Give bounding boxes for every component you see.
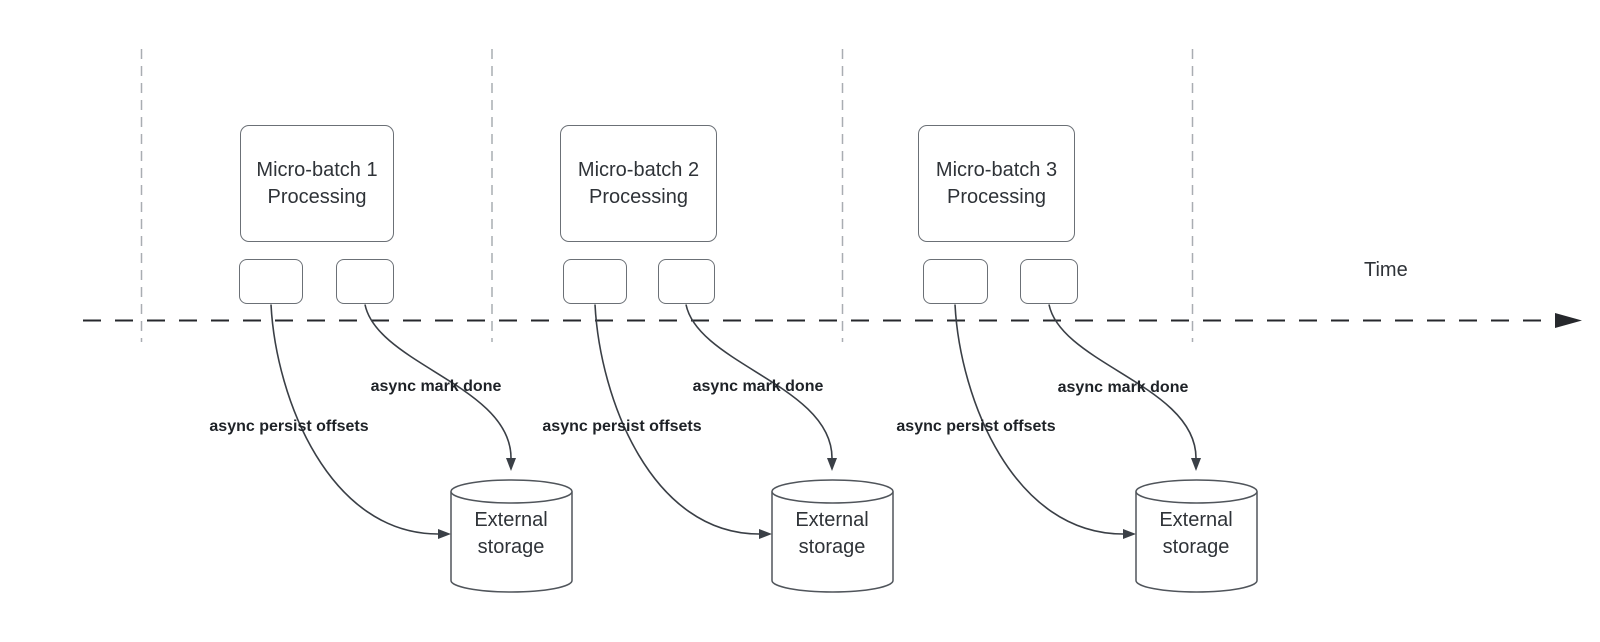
external-storage-label-3-line1: External xyxy=(1159,509,1233,531)
mark-done-arrow-2 xyxy=(685,304,837,471)
cylinder-body xyxy=(450,491,573,593)
external-storage-label-2-line1: External xyxy=(795,509,869,531)
external-storage-label-3-line2: storage xyxy=(1162,536,1230,558)
time-label: Time xyxy=(1364,259,1408,281)
external-storage-cylinder-2 xyxy=(771,479,894,593)
external-storage-label-1-line2: storage xyxy=(477,536,545,558)
persist-offsets-label-2: async persist offsets xyxy=(542,418,702,435)
mark-done-label-3: async mark done xyxy=(1057,379,1189,396)
micro-batch-1-title-line2: Processing xyxy=(267,185,367,208)
batch-1-persist-task-box xyxy=(239,259,303,304)
micro-batch-1-title-line1: Micro-batch 1 xyxy=(256,158,378,181)
persist-offsets-label-1: async persist offsets xyxy=(209,418,369,435)
cylinder-body xyxy=(771,491,894,593)
external-storage-label-1-line1: External xyxy=(474,509,548,531)
persist-offsets-arrow-3 xyxy=(954,304,1136,539)
batch-3-done-task-box xyxy=(1020,259,1078,304)
cylinder-top xyxy=(1135,479,1258,504)
time-axis-arrowhead xyxy=(1555,313,1582,328)
micro-batch-2-box: Micro-batch 2 Processing xyxy=(560,125,717,242)
mark-done-label-2: async mark done xyxy=(692,378,824,395)
batch-3-persist-task-box xyxy=(923,259,988,304)
cylinder-top xyxy=(450,479,573,504)
micro-batch-3-title-line2: Processing xyxy=(947,185,1046,208)
micro-batch-2-title-line2: Processing xyxy=(589,185,688,208)
mark-done-label-1: async mark done xyxy=(370,378,502,395)
external-storage-label-3: External storage xyxy=(1135,507,1257,561)
persist-offsets-arrow-2 xyxy=(594,304,772,539)
external-storage-label-2-line2: storage xyxy=(798,536,866,558)
external-storage-cylinder-3 xyxy=(1135,479,1258,593)
external-storage-label-1: External storage xyxy=(450,507,572,561)
mark-done-arrow-1 xyxy=(364,304,516,471)
external-storage-cylinder-1 xyxy=(450,479,573,593)
batch-2-persist-task-box xyxy=(563,259,627,304)
micro-batch-3-title-line1: Micro-batch 3 xyxy=(935,158,1058,181)
cylinder-top xyxy=(771,479,894,504)
batch-2-done-task-box xyxy=(658,259,715,304)
batch-1-done-task-box xyxy=(336,259,394,304)
micro-batch-1-box: Micro-batch 1 Processing xyxy=(240,125,394,242)
mark-done-arrow-3 xyxy=(1048,304,1201,471)
external-storage-label-2: External storage xyxy=(771,507,893,561)
persist-offsets-label-3: async persist offsets xyxy=(896,418,1056,435)
cylinder-body xyxy=(1135,491,1258,593)
persist-offsets-arrow-1 xyxy=(270,304,451,539)
micro-batch-3-box: Micro-batch 3 Processing xyxy=(918,125,1075,242)
micro-batch-2-title-line1: Micro-batch 2 xyxy=(577,158,700,181)
